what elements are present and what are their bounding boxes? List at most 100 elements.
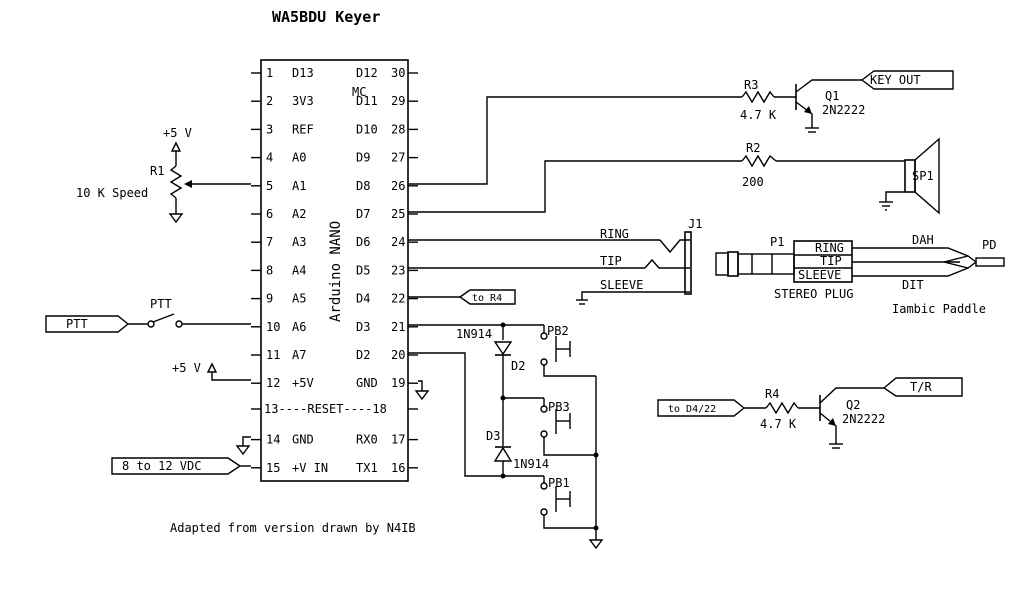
pin-label: GND <box>292 433 314 447</box>
vin-port <box>111 457 242 475</box>
pin-number: 27 <box>391 151 405 165</box>
r4-ref: R4 <box>765 387 779 401</box>
j1-ring-label: RING <box>600 227 629 241</box>
pin-label: A6 <box>292 320 306 334</box>
pin-number: 10 <box>266 320 280 334</box>
pin-label: GND <box>356 376 378 390</box>
pin-number: 16 <box>391 461 405 475</box>
d3-diode-symbol <box>493 446 513 462</box>
pb1-switch <box>540 482 548 490</box>
pin-number: 1 <box>266 66 273 80</box>
j1-ref: J1 <box>688 217 702 231</box>
nano-pin-14: 14 GND <box>251 433 314 447</box>
pin-number: 20 <box>391 348 405 362</box>
nano-pin-15: 15+V IN <box>251 461 328 475</box>
pb3-switch <box>540 405 548 413</box>
wire-d2 <box>408 352 544 477</box>
d2-diode-symbol <box>493 341 513 356</box>
pin-number: 2 <box>266 94 273 108</box>
ptt-port-label: PTT <box>66 317 88 331</box>
pin-label: RX0 <box>356 433 378 447</box>
r1-value: 10 K Speed <box>76 186 148 200</box>
nano-pin-12: 12+5V <box>251 376 314 390</box>
d3-part: 1N914 <box>513 457 549 471</box>
r4-resistor-symbol <box>765 401 799 415</box>
pin-number: 24 <box>391 235 405 249</box>
pin-label: A7 <box>292 348 306 362</box>
ptt-switch <box>175 320 183 328</box>
pin-number: 25 <box>391 207 405 221</box>
footer-credit: Adapted from version drawn by N4IB <box>170 521 416 535</box>
diagram-title: WA5BDU Keyer <box>272 8 380 26</box>
pin-number: 14 <box>266 433 280 447</box>
pin-label: D11 <box>356 94 378 108</box>
r3-ref: R3 <box>744 78 758 92</box>
pb2-ref: PB2 <box>547 324 569 338</box>
paddle-dah-lever <box>852 247 969 257</box>
pin-label: D6 <box>356 235 370 249</box>
pin-label: A1 <box>292 179 306 193</box>
pd-dit-label: DIT <box>902 278 924 292</box>
pin-number: 23 <box>391 263 405 277</box>
r2-resistor-symbol <box>741 154 777 168</box>
d2-ref: D2 <box>511 359 525 373</box>
j1-sleeve-label: SLEEVE <box>600 278 643 292</box>
pin12-supply-label: +5 V <box>172 361 201 375</box>
pin-number: 7 <box>266 235 273 249</box>
j1-jack-symbol <box>684 231 692 295</box>
paddle-arm <box>975 257 1005 267</box>
pin-number: 21 <box>391 320 405 334</box>
r1-supply-label: +5 V <box>163 126 192 140</box>
pin-label: D7 <box>356 207 370 221</box>
pin-number: 28 <box>391 122 405 136</box>
ptt-switch-label: PTT <box>150 297 172 311</box>
r2-value: 200 <box>742 175 764 189</box>
pin-label: D8 <box>356 179 370 193</box>
to-r4-label: to R4 <box>472 293 502 304</box>
to-d4-port <box>657 399 746 417</box>
pin-label: +V IN <box>292 461 328 475</box>
pin-number: 4 <box>266 151 273 165</box>
to-r4-port <box>458 289 516 305</box>
pin-number: 19 <box>391 376 405 390</box>
nano-mc-label: MC <box>352 85 366 99</box>
wire-d8-r3 <box>408 96 742 185</box>
nano-pin-8: 8 A4 <box>251 263 306 277</box>
key-out-port <box>860 70 954 90</box>
nano-pin-17: RX0 17 <box>356 433 418 447</box>
pin-label: A4 <box>292 263 306 277</box>
pin-label: A3 <box>292 235 306 249</box>
pd-dah-label: DAH <box>912 233 934 247</box>
ptt-port <box>45 315 130 333</box>
pin-label: D9 <box>356 151 370 165</box>
p1-ring-label: RING <box>815 241 844 255</box>
q1-type: 2N2222 <box>822 103 865 117</box>
pin-number: 17 <box>391 433 405 447</box>
pin-number: 8 <box>266 263 273 277</box>
pin-label: A2 <box>292 207 306 221</box>
r3-resistor-symbol <box>741 90 775 104</box>
pin-label: REF <box>292 122 314 136</box>
wire-j1-sleeve <box>581 291 690 296</box>
r1-ref: R1 <box>150 164 164 178</box>
nano-pin-7: 7 A3 <box>251 235 306 249</box>
pb1-ref: PB1 <box>548 476 570 490</box>
pin-label: A5 <box>292 292 306 306</box>
nano-pin-24: D6 24 <box>356 235 418 249</box>
q2-ref: Q2 <box>846 398 860 412</box>
